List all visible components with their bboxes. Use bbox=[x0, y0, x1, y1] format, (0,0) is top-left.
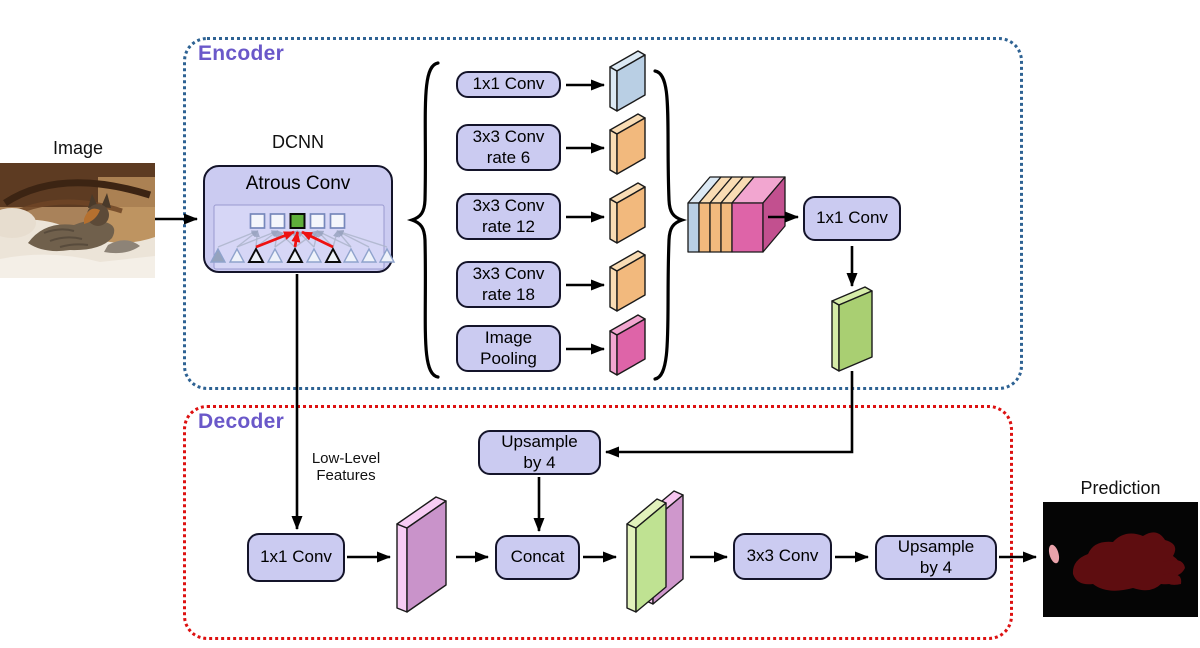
decoder-title: Decoder bbox=[198, 410, 285, 433]
decoder-upsample-by4-out: Upsample by 4 bbox=[875, 535, 997, 580]
aspp-3x3-rate18: 3x3 Conv rate 18 bbox=[456, 261, 561, 308]
input-image bbox=[0, 163, 155, 278]
aspp-3x3-rate6: 3x3 Conv rate 6 bbox=[456, 124, 561, 171]
decoder-concat: Concat bbox=[495, 535, 580, 580]
low-level-features-label: Low-Level Features bbox=[311, 450, 381, 485]
prediction-image-art bbox=[1043, 502, 1198, 617]
decoder-3x3-conv: 3x3 Conv bbox=[733, 533, 832, 580]
atrous-conv-block: Atrous Conv bbox=[203, 165, 393, 273]
prediction-image bbox=[1043, 502, 1198, 617]
encoder-title: Encoder bbox=[198, 42, 285, 65]
aspp-3x3-rate12: 3x3 Conv rate 12 bbox=[456, 193, 561, 240]
encoder-output-1x1-conv: 1x1 Conv bbox=[803, 196, 901, 241]
decoder-region-border bbox=[183, 405, 1013, 640]
input-image-art bbox=[0, 163, 155, 278]
atrous-conv-label: Atrous Conv bbox=[245, 173, 351, 194]
decoder-1x1-conv: 1x1 Conv bbox=[247, 533, 345, 582]
input-image-label: Image bbox=[52, 138, 104, 158]
dcnn-label: DCNN bbox=[272, 132, 324, 152]
aspp-1x1-conv: 1x1 Conv bbox=[456, 71, 561, 98]
aspp-image-pooling: Image Pooling bbox=[456, 325, 561, 372]
prediction-label: Prediction bbox=[1080, 478, 1161, 498]
decoder-upsample-by4-mid: Upsample by 4 bbox=[478, 430, 601, 475]
